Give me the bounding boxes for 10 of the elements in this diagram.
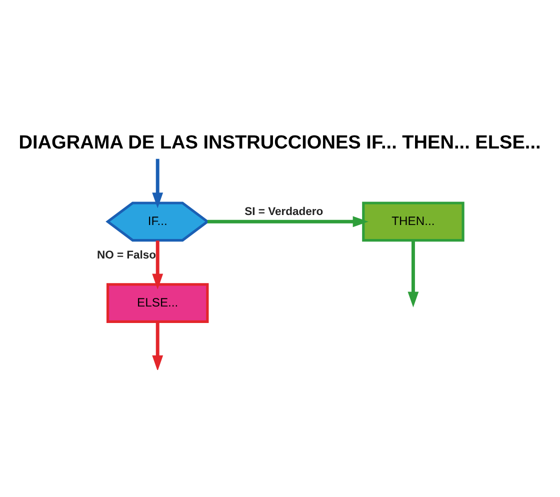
node-box: THEN... (362, 202, 464, 242)
arrow (152, 158, 164, 208)
edge-label: SI = Verdadero (244, 206, 324, 218)
arrow (152, 322, 164, 370)
arrow (152, 240, 164, 290)
arrow (408, 240, 419, 308)
edge-label: NO = Falso (96, 250, 156, 262)
arrow (208, 216, 368, 228)
node-box: ELSE... (106, 283, 209, 324)
diagram-title: DIAGRAMA DE LAS INSTRUCCIONES IF... THEN... ELSE... (18, 132, 541, 154)
